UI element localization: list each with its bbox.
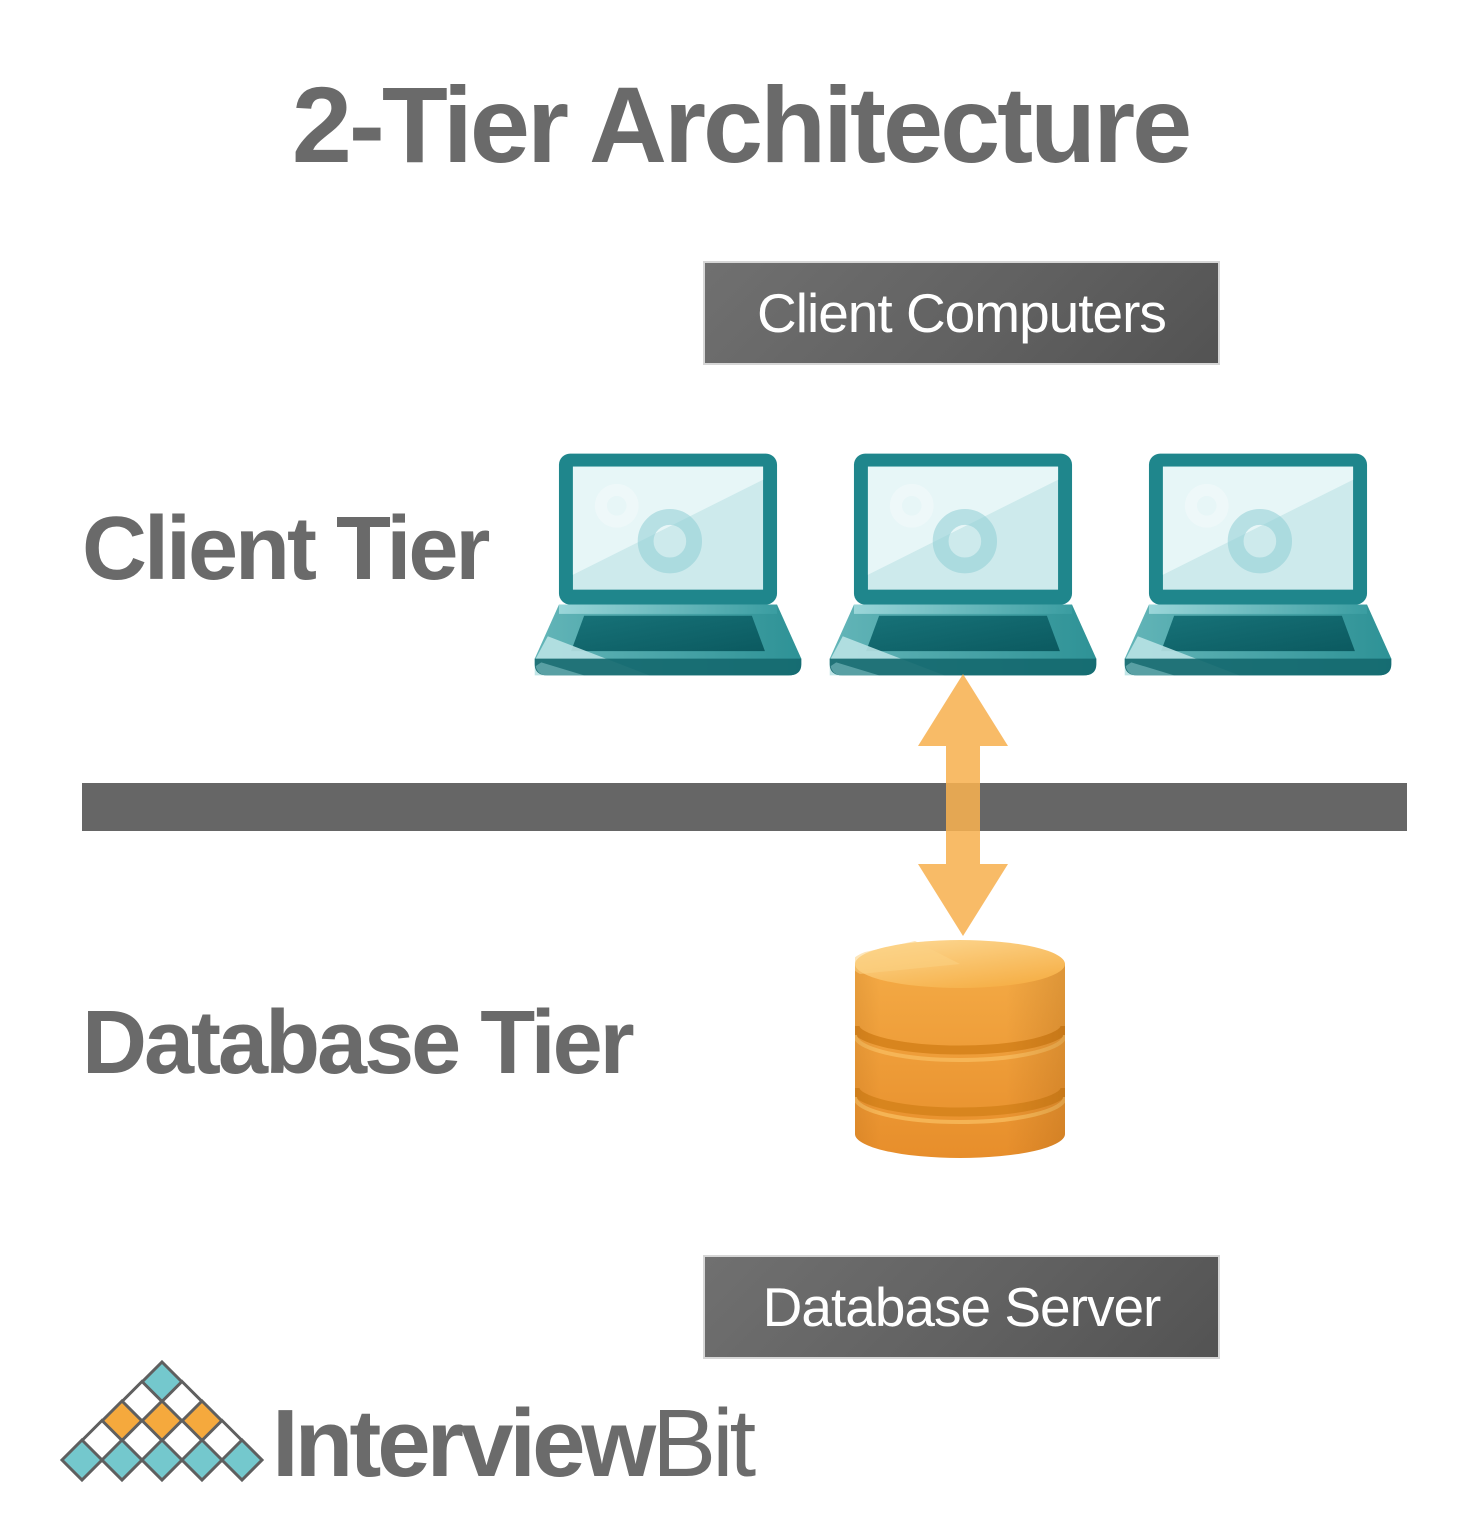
client-computers-badge-label: Client Computers bbox=[757, 282, 1167, 344]
database-server-badge-label: Database Server bbox=[762, 1276, 1162, 1338]
page-title: 2-Tier Architecture bbox=[291, 64, 1192, 185]
database-server-badge: Database Server bbox=[705, 1257, 1218, 1357]
interviewbit-logo-mark bbox=[59, 1359, 265, 1483]
wordmark-bit: Bit bbox=[652, 1390, 756, 1497]
laptop-icon bbox=[528, 448, 808, 681]
database-cylinder-icon bbox=[855, 940, 1065, 1158]
laptop-icon bbox=[823, 448, 1103, 681]
laptop-icon bbox=[1118, 448, 1398, 681]
wordmark-interview: Interview bbox=[272, 1390, 656, 1497]
database-tier-label: Database Tier bbox=[82, 993, 635, 1093]
interviewbit-wordmark: InterviewBit bbox=[272, 1396, 756, 1492]
client-computers-badge: Client Computers bbox=[705, 263, 1218, 363]
client-tier-label: Client Tier bbox=[82, 499, 490, 599]
tier-divider-bar bbox=[82, 783, 1407, 831]
double-headed-arrow-icon bbox=[918, 674, 1008, 936]
